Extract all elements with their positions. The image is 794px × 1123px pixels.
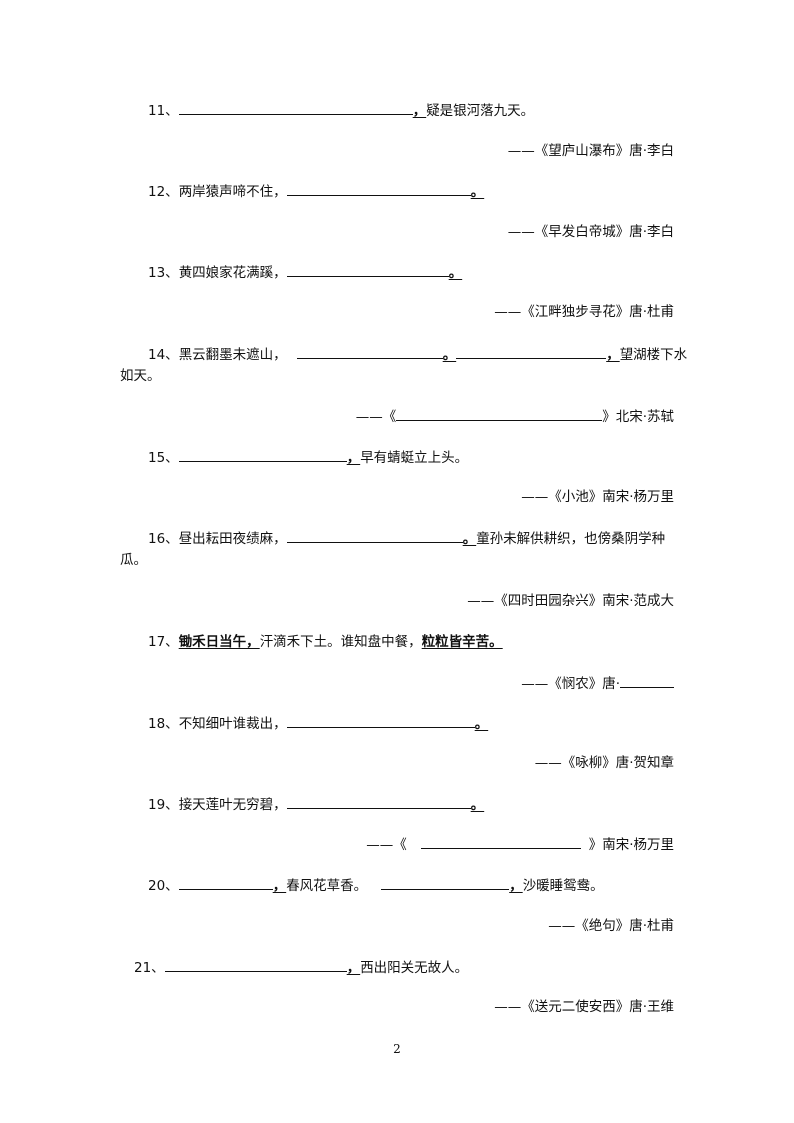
given-line: 沙暖睡鸳鸯。 bbox=[522, 878, 604, 894]
question-15: 15、 ，早有蜻蜓立上头。 bbox=[148, 447, 468, 468]
answer-blank[interactable] bbox=[178, 875, 273, 890]
question-14: 14、黑云翻墨未遮山， 。 ，望湖楼下水 bbox=[148, 344, 687, 365]
given-line: 汗滴禾下土。谁知盘中餐， bbox=[259, 634, 422, 650]
source-12: ——《早发白帝城》唐·李白 bbox=[507, 224, 674, 240]
question-number: 18、 bbox=[148, 716, 179, 732]
blank-punct: ， bbox=[412, 103, 427, 119]
given-line: 昼出耘田夜绩麻， bbox=[178, 531, 287, 547]
blank-punct: 。 bbox=[442, 347, 457, 363]
given-line: 两岸猿声啼不住， bbox=[178, 184, 287, 200]
blank-punct: ， bbox=[606, 347, 620, 363]
question-number: 11、 bbox=[148, 103, 179, 119]
blank-punct: 。 bbox=[474, 716, 489, 732]
given-line: 疑是银河落九天。 bbox=[426, 103, 535, 119]
answer-blank[interactable] bbox=[286, 528, 463, 543]
given-line: 望湖楼下水 bbox=[619, 347, 688, 363]
given-line: 黄四娘家花满蹊， bbox=[178, 265, 287, 281]
question-16-wrap: 瓜。 bbox=[120, 552, 147, 568]
blank-punct: 。 bbox=[462, 531, 477, 547]
blank-punct: ， bbox=[272, 878, 287, 894]
question-number: 21、 bbox=[134, 960, 165, 976]
answer-blank[interactable] bbox=[286, 262, 449, 277]
answer-blank[interactable] bbox=[286, 713, 475, 728]
given-line: 童孙未解供耕织，也傍桑阴学种 bbox=[476, 531, 666, 547]
question-18: 18、不知细叶谁裁出， 。 bbox=[148, 713, 488, 734]
source-14: ——《》北宋·苏轼 bbox=[356, 406, 674, 427]
question-11: 11、 ，疑是银河落九天。 bbox=[148, 100, 534, 121]
source-21: ——《送元二使安西》唐·王维 bbox=[494, 999, 674, 1015]
source-11: ——《望庐山瀑布》唐·李白 bbox=[507, 143, 674, 159]
author-blank[interactable] bbox=[620, 673, 674, 688]
source-15: ——《小池》南宋·杨万里 bbox=[521, 489, 674, 505]
answer-blank[interactable] bbox=[286, 794, 471, 809]
question-12: 12、两岸猿声啼不住， 。 bbox=[148, 181, 484, 202]
answer-blank[interactable] bbox=[456, 344, 607, 359]
answer-blank[interactable] bbox=[296, 344, 443, 359]
question-19: 19、接天莲叶无穷碧， 。 bbox=[148, 794, 484, 815]
question-number: 17、 bbox=[148, 634, 179, 650]
answer-blank[interactable] bbox=[286, 181, 471, 196]
question-number: 20、 bbox=[148, 878, 179, 894]
blank-punct: ， bbox=[346, 960, 361, 976]
question-16: 16、昼出耘田夜绩麻， 。童孙未解供耕织，也傍桑阴学种 bbox=[148, 528, 665, 549]
given-line: 不知细叶谁裁出， bbox=[178, 716, 287, 732]
source-title-blank[interactable] bbox=[420, 834, 581, 849]
source-19: ——《》南宋·杨万里 bbox=[366, 834, 674, 855]
question-13: 13、黄四娘家花满蹊， 。 bbox=[148, 262, 462, 283]
question-21: 21、 ，西出阳关无故人。 bbox=[134, 957, 468, 978]
answer-blank[interactable] bbox=[381, 875, 510, 890]
source-18: ——《咏柳》唐·贺知章 bbox=[534, 755, 674, 771]
question-number: 13、 bbox=[148, 265, 179, 281]
given-underlined-line: 粒粒皆辛苦。 bbox=[421, 634, 503, 650]
source-title-blank[interactable] bbox=[396, 406, 603, 421]
question-20: 20、，春风花草香。，沙暖睡鸳鸯。 bbox=[148, 875, 604, 896]
source-13: ——《江畔独步寻花》唐·杜甫 bbox=[494, 304, 674, 320]
answer-blank[interactable] bbox=[178, 100, 413, 115]
given-underlined-line: 锄禾日当午， bbox=[178, 634, 260, 650]
answer-blank[interactable] bbox=[164, 957, 347, 972]
question-number: 15、 bbox=[148, 450, 179, 466]
question-number: 14、 bbox=[148, 347, 179, 363]
given-line: 黑云翻墨未遮山， bbox=[178, 347, 287, 363]
question-17: 17、锄禾日当午，汗滴禾下土。谁知盘中餐，粒粒皆辛苦。 bbox=[148, 632, 503, 652]
given-line: 早有蜻蜓立上头。 bbox=[360, 450, 469, 466]
blank-punct: 。 bbox=[448, 265, 463, 281]
answer-blank[interactable] bbox=[178, 447, 347, 462]
given-line: 西出阳关无故人。 bbox=[360, 960, 469, 976]
question-number: 16、 bbox=[148, 531, 179, 547]
blank-punct: ， bbox=[509, 878, 523, 894]
given-line: 接天莲叶无穷碧， bbox=[178, 797, 287, 813]
source-16: ——《四时田园杂兴》南宋·范成大 bbox=[467, 593, 674, 609]
question-number: 19、 bbox=[148, 797, 179, 813]
given-line: 春风花草香。 bbox=[286, 878, 368, 894]
blank-punct: 。 bbox=[470, 184, 485, 200]
source-17: ——《悯农》唐· bbox=[521, 673, 674, 694]
blank-punct: 。 bbox=[470, 797, 485, 813]
question-number: 12、 bbox=[148, 184, 179, 200]
source-20: ——《绝句》唐·杜甫 bbox=[548, 918, 674, 934]
question-14-wrap: 如天。 bbox=[120, 368, 161, 384]
page-number: 2 bbox=[393, 1042, 401, 1056]
blank-punct: ， bbox=[346, 450, 361, 466]
